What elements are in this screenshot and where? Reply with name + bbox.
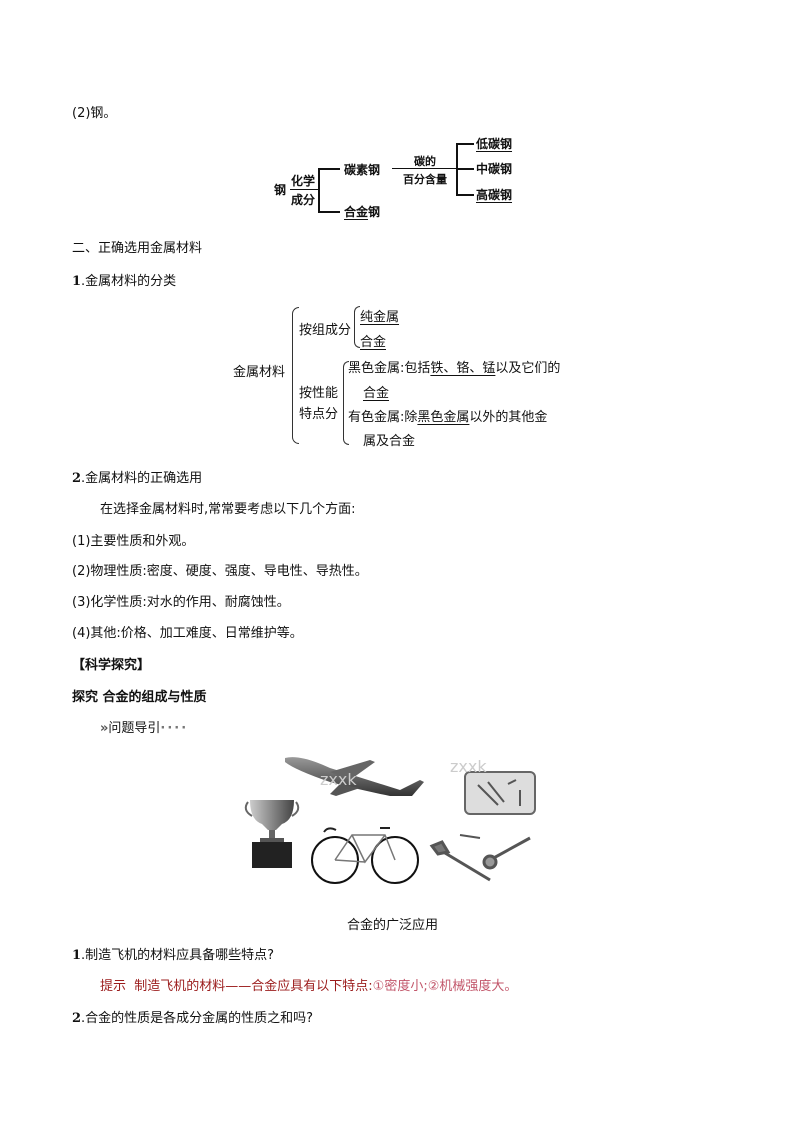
composition-brace <box>354 306 360 348</box>
alloy-steel: 合金钢 <box>344 205 381 219</box>
question-1: 1.制造飞机的材料应具备哪些特点? <box>72 948 275 963</box>
wrench-icons <box>429 834 531 882</box>
item2-title: 2.金属材料的正确选用 <box>72 471 203 486</box>
branch-line-2 <box>318 211 340 213</box>
steel-heading: (2)钢。 <box>72 106 117 121</box>
by-composition-label: 按组成分 <box>299 323 352 338</box>
root-brace <box>292 307 299 444</box>
sub-criterion-bottom: 百分含量 <box>403 173 447 186</box>
ferrous-metal: 黑色金属:包括铁、铬、锰以及它们的 <box>348 361 561 376</box>
hint-1: 提示 制造飞机的材料——合金应具有以下特点:①密度小;②机械强度大。 <box>100 979 518 994</box>
question-2: 2.合金的性质是各成分金属的性质之和吗? <box>72 1011 314 1026</box>
criterion-top: 化学 <box>291 174 316 188</box>
criterion-divider <box>290 189 318 190</box>
property-brace <box>343 361 349 445</box>
leaf-line-2 <box>456 168 474 170</box>
watermark: zxxk <box>450 757 487 776</box>
pure-metal: 纯金属 <box>360 310 400 325</box>
alloy-applications-illustration: zxxk zxxk <box>244 757 536 884</box>
ferrous-metal-line2: 合金 <box>363 386 390 401</box>
figure-caption: 合金的广泛应用 <box>347 918 439 933</box>
point-2: (2)物理性质:密度、硬度、强度、导电性、导热性。 <box>72 564 368 579</box>
point-4: (4)其他:价格、加工难度、日常维护等。 <box>72 626 303 641</box>
surgical-tools-tray-icon <box>464 771 536 815</box>
nonferrous-metal-line2: 属及合金 <box>363 434 416 449</box>
branch-line-1 <box>318 168 340 170</box>
trophy-icon <box>244 800 300 868</box>
by-property-label-2: 特点分 <box>299 407 339 422</box>
criterion-bottom: 成分 <box>291 193 316 207</box>
leaf-line-3 <box>456 194 474 196</box>
alloy-applications-figure: zxxk zxxk <box>240 750 550 895</box>
item1-title: 1.金属材料的分类 <box>72 274 177 289</box>
sub-criterion-top: 碳的 <box>414 155 436 168</box>
question-guide: »问题导引···· <box>100 721 189 736</box>
section-heading: 二、正确选用金属材料 <box>72 241 203 256</box>
steel-root: 钢 <box>274 183 287 197</box>
leaf-line-1 <box>456 143 474 145</box>
branch-vertical <box>318 168 320 212</box>
low-carbon-steel: 低碳钢 <box>476 137 513 151</box>
metal-root: 金属材料 <box>233 365 286 380</box>
by-property-label-1: 按性能 <box>299 386 339 401</box>
double-chevron-icon: » <box>100 721 109 736</box>
sub-criterion-line <box>392 168 456 169</box>
inquiry-title: 探究 合金的组成与性质 <box>72 690 207 705</box>
bicycle-icon <box>311 827 419 884</box>
watermark: zxxk <box>320 770 357 789</box>
airplane-icon <box>285 757 424 796</box>
item2-intro: 在选择金属材料时,常常要考虑以下几个方面: <box>100 502 356 517</box>
point-3: (3)化学性质:对水的作用、耐腐蚀性。 <box>72 595 290 610</box>
high-carbon-steel: 高碳钢 <box>476 188 513 202</box>
point-1: (1)主要性质和外观。 <box>72 534 195 549</box>
alloy: 合金 <box>360 335 387 350</box>
carbon-steel: 碳素钢 <box>344 163 381 177</box>
inquiry-bracket-title: 【科学探究】 <box>72 658 151 673</box>
nonferrous-metal: 有色金属:除黑色金属以外的其他金 <box>348 410 548 425</box>
medium-carbon-steel: 中碳钢 <box>476 162 513 176</box>
